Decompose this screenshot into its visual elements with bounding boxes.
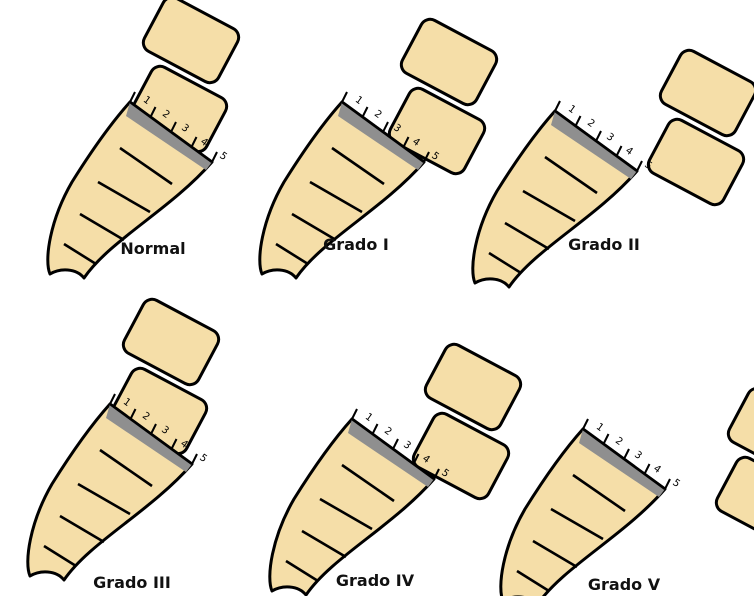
endplate-tick (393, 439, 398, 449)
endplate-tick (617, 146, 622, 156)
endplate-tick (596, 131, 601, 141)
grade-label: Grado III (93, 573, 171, 592)
upper-vertebrae (645, 47, 754, 208)
endplate-tick (637, 161, 642, 171)
endplate-tick (373, 424, 378, 434)
endplate-number: 2 (613, 435, 625, 448)
vertebra-l5 (713, 454, 754, 546)
endplate-number: 1 (566, 103, 578, 116)
endplate-number: 3 (604, 131, 616, 144)
grade-label: Grado IV (336, 571, 415, 590)
endplate-number: 3 (401, 439, 413, 452)
endplate-tick (645, 464, 650, 474)
endplate-tick (383, 122, 388, 132)
endplate-number: 5 (217, 150, 229, 163)
grade-label: Grado V (588, 575, 661, 594)
endplate-tick (110, 394, 115, 404)
endplate-tick (665, 479, 670, 489)
endplate-number: 3 (632, 449, 644, 462)
endplate-tick (624, 449, 629, 459)
endplate-number: 1 (353, 94, 365, 107)
grade-label: Grado II (568, 235, 640, 254)
endplate-number: 5 (670, 477, 682, 490)
endplate-number: 2 (585, 117, 597, 130)
endplate-tick (604, 434, 609, 444)
grade-label: Normal (120, 239, 185, 258)
endplate-number: 2 (372, 108, 384, 121)
endplate-tick (352, 409, 357, 419)
endplate-number: 1 (594, 421, 606, 434)
endplate-number: 5 (197, 452, 209, 465)
endplate-tick (130, 92, 135, 102)
endplate-tick (192, 454, 197, 464)
endplate-tick (212, 152, 217, 162)
endplate-number: 4 (651, 463, 663, 476)
endplate-number: 2 (382, 425, 394, 438)
endplate-tick (363, 107, 368, 117)
grade-label: Grado I (323, 235, 389, 254)
endplate-tick (555, 101, 560, 111)
endplate-tick (576, 116, 581, 126)
endplate-tick (583, 419, 588, 429)
upper-vertebrae (713, 385, 754, 546)
endplate-number: 4 (623, 145, 635, 158)
endplate-tick (342, 92, 347, 102)
endplate-number: 1 (363, 411, 375, 424)
